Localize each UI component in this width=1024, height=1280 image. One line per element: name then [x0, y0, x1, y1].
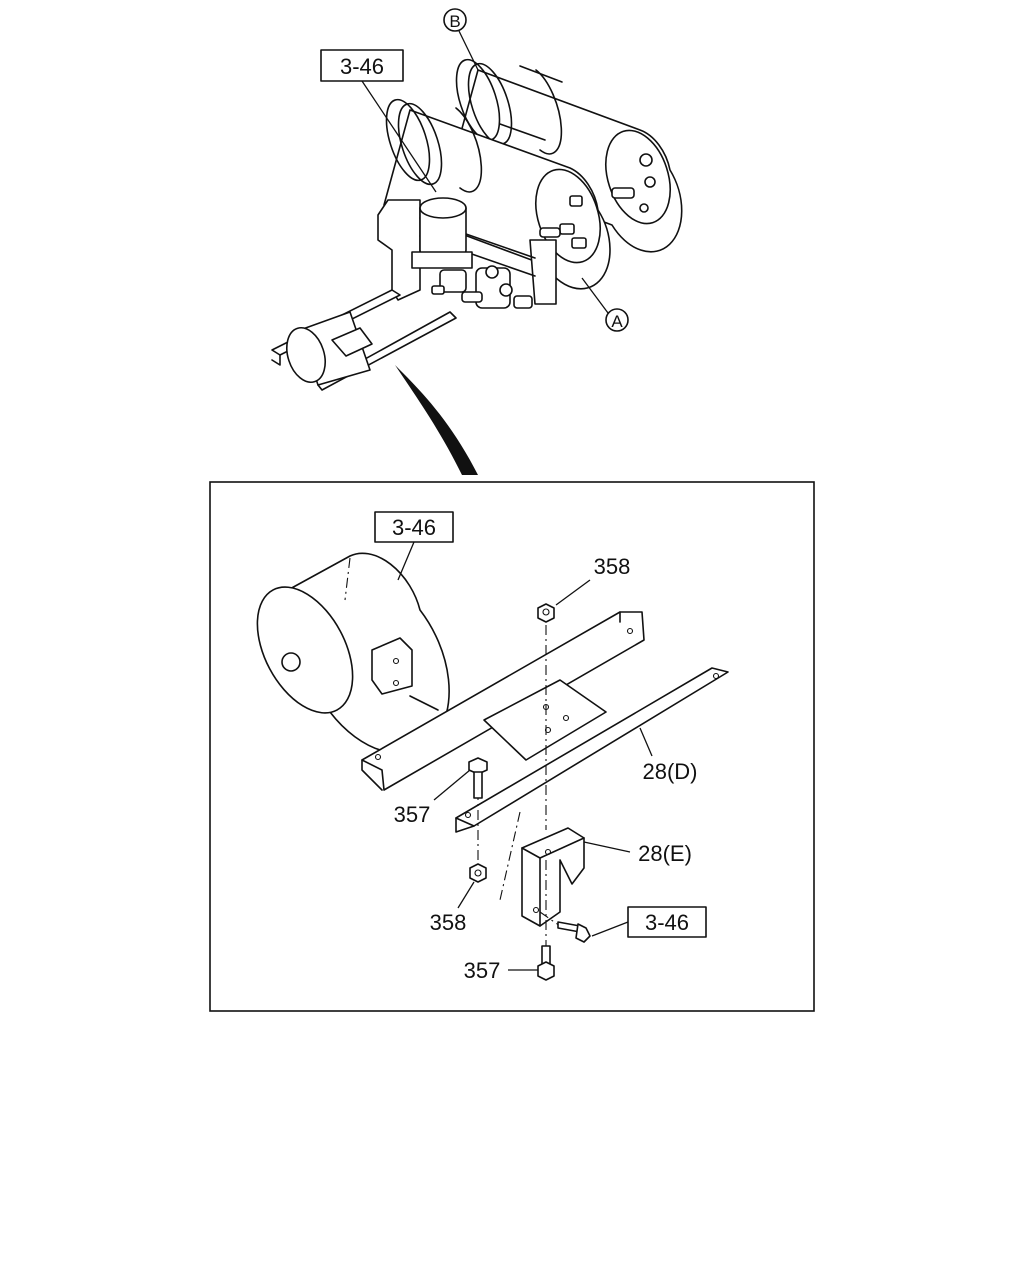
part-358-top: 358 [594, 554, 631, 579]
detail-ref-box-top-label: 3-46 [392, 515, 436, 540]
top-ref-box: 3-46 [320, 49, 404, 82]
part-28e: 28(E) [638, 841, 692, 866]
part-357-bottom: 357 [464, 958, 501, 983]
part-358-bottom: 358 [430, 910, 467, 935]
detail-ref-box-top: 3-46 [374, 511, 454, 543]
part-28d: 28(D) [642, 759, 697, 784]
top-ref-box-label: 3-46 [340, 54, 384, 79]
exploded-bracket-illustration [256, 552, 729, 981]
detail-ref-box-bolt-label: 3-46 [645, 910, 689, 935]
circle-callout-b: B [443, 8, 467, 32]
circle-a-label: A [611, 312, 623, 331]
curved-arrow-icon [395, 365, 478, 475]
detail-ref-box-bolt: 3-46 [627, 906, 707, 938]
air-tank-assembly-illustration [271, 58, 683, 391]
detail-frame [209, 481, 815, 1012]
circle-b-label: B [449, 12, 460, 31]
part-357-left: 357 [394, 802, 431, 827]
circle-callout-a: A [605, 308, 629, 332]
